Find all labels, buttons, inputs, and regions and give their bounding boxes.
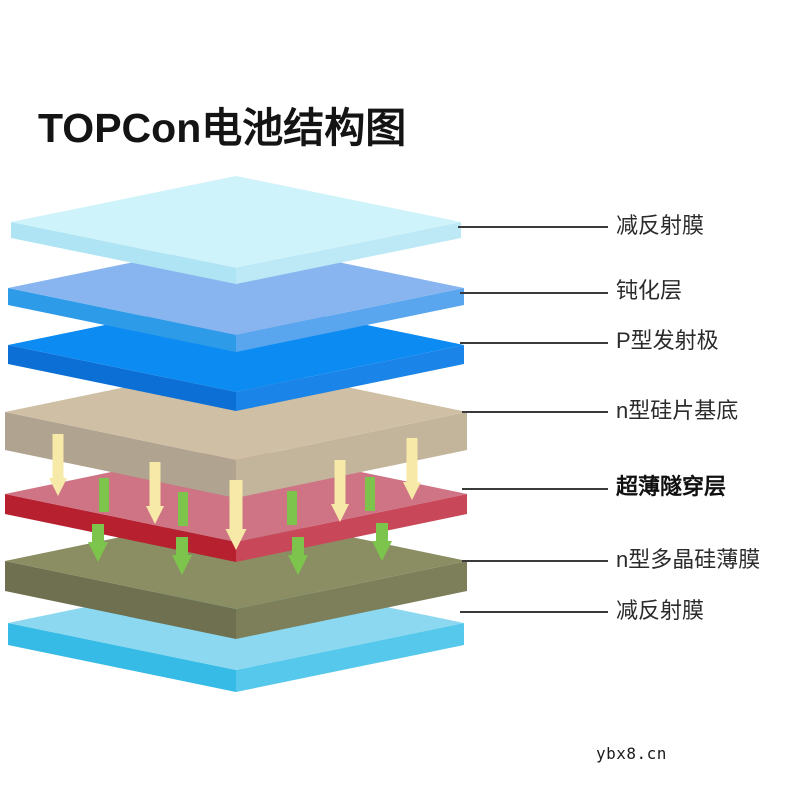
watermark: ybx8.cn (596, 744, 667, 763)
slab-face-top (11, 176, 461, 268)
slab-face-left (5, 412, 236, 498)
carrier-flow-green (372, 523, 392, 561)
carrier-flow-yellow (49, 434, 67, 496)
slab-face-right (236, 623, 464, 692)
slab-face-top (5, 364, 467, 460)
slab-face-left (8, 623, 236, 692)
slab-face-top (8, 241, 464, 335)
carrier-flow-green (172, 537, 192, 575)
layer-label-p-type-emitter: P型发射极 (616, 328, 719, 353)
layer-label-anti-reflective-coating-top: 减反射膜 (616, 213, 705, 238)
carrier-flow-yellow (331, 460, 349, 522)
carrier-flow-yellow (146, 462, 164, 524)
carrier-flow-green-bar (99, 478, 109, 512)
page-title: TOPCon电池结构图 (38, 105, 407, 151)
carrier-flow-yellow (225, 480, 247, 550)
arrow-group (49, 434, 421, 575)
layer-label-n-type-polysilicon-film: n型多晶硅薄膜 (616, 547, 761, 572)
carrier-flow-green-bar (287, 491, 297, 525)
leader-line-group (458, 226, 608, 613)
layer-label-ultra-thin-tunneling-layer: 超薄隧穿层 (616, 474, 727, 499)
carrier-flow-green (288, 537, 308, 575)
slab-face-right (236, 412, 467, 498)
slab-passivation-layer (8, 241, 464, 352)
slab-face-right (236, 288, 464, 352)
carrier-flow-green-bar (178, 492, 188, 526)
carrier-flow-yellow (403, 438, 421, 500)
slab-face-left (5, 561, 236, 639)
carrier-flow-green-bar (365, 477, 375, 511)
slab-group (5, 176, 467, 692)
slab-face-right (236, 345, 464, 411)
slab-n-type-silicon-substrate (5, 364, 467, 498)
layer-label-passivation-layer: 钝化层 (616, 278, 683, 303)
slab-face-left (8, 288, 236, 352)
slab-face-right (236, 222, 461, 284)
slab-face-left (8, 345, 236, 411)
layer-label-anti-reflective-coating-bottom: 减反射膜 (616, 598, 705, 623)
carrier-flow-green (88, 524, 108, 562)
slab-face-left (11, 222, 236, 284)
slab-face-right (236, 561, 467, 639)
layer-label-n-type-silicon-substrate: n型硅片基底 (616, 398, 739, 423)
slab-anti-reflective-coating-top (11, 176, 461, 284)
